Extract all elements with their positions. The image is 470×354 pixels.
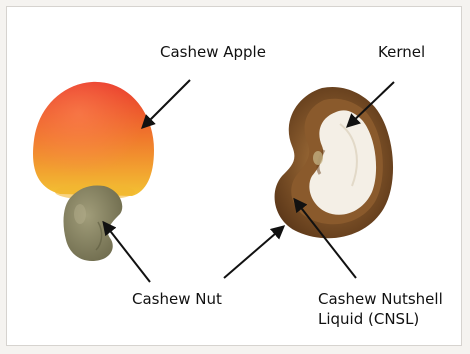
label-kernel: Kernel [378,43,425,61]
label-cnsl-line1: Cashew Nutshell [318,290,443,308]
cashew-shell-cross-section [275,87,393,238]
cashew-apple-shine [33,82,154,196]
label-cashew-nut: Cashew Nut [132,290,222,308]
arrow-cnsl-outer [224,227,283,278]
label-cashew-apple: Cashew Apple [160,43,266,61]
arrow-cashew-apple [143,80,190,127]
label-cnsl-line2: Liquid (CNSL) [318,310,419,328]
cashew-nut-illustration [64,185,123,261]
cashew-apple-illustration [33,82,154,200]
cashew-nut-shape [64,185,123,261]
